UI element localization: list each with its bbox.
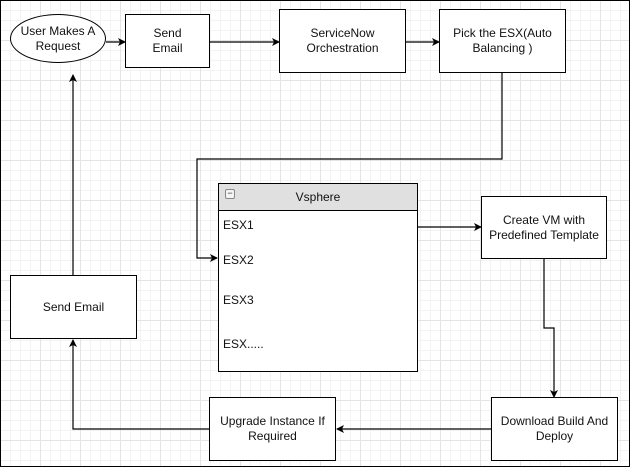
esx-item[interactable]: ESX2 [223, 253, 254, 267]
node-label: Send Email [42, 299, 105, 314]
node-label: Pick the ESX(Auto Balancing ) [453, 26, 552, 55]
node-upgrade-instance[interactable]: Upgrade Instance If Required [209, 397, 336, 461]
esx-item[interactable]: ESX3 [223, 293, 254, 307]
node-download-build-deploy[interactable]: Download Build And Deploy [491, 397, 618, 461]
node-user-makes-request[interactable]: User Makes A Request [10, 14, 106, 63]
node-label: Upgrade Instance If Required [220, 414, 325, 443]
node-label: User Makes A Request [20, 23, 96, 53]
edge-pick-esx-to-esx2 [196, 73, 503, 262]
node-label: ServiceNow Orchestration [306, 26, 379, 55]
node-label: Send Email [152, 26, 183, 55]
collapse-icon[interactable]: − [225, 189, 235, 199]
container-title: Vsphere [295, 190, 341, 204]
edge-upgrade-to-send-email [69, 339, 209, 430]
edge-create-vm-to-download [543, 259, 558, 398]
node-label: Download Build And Deploy [500, 414, 609, 443]
container-vsphere[interactable]: − Vsphere ESX1 ESX2 ESX3 ESX..... [218, 183, 418, 372]
node-send-email-top[interactable]: Send Email [125, 14, 210, 68]
node-pick-esx[interactable]: Pick the ESX(Auto Balancing ) [439, 9, 566, 73]
node-label: Create VM with Predefined Template [489, 212, 599, 242]
esx-item[interactable]: ESX..... [223, 337, 264, 351]
node-send-email-bottom[interactable]: Send Email [10, 275, 137, 339]
node-create-vm[interactable]: Create VM with Predefined Template [481, 196, 607, 259]
container-header: − Vsphere [219, 184, 417, 211]
esx-item[interactable]: ESX1 [223, 218, 254, 232]
node-servicenow-orchestration[interactable]: ServiceNow Orchestration [279, 9, 406, 73]
